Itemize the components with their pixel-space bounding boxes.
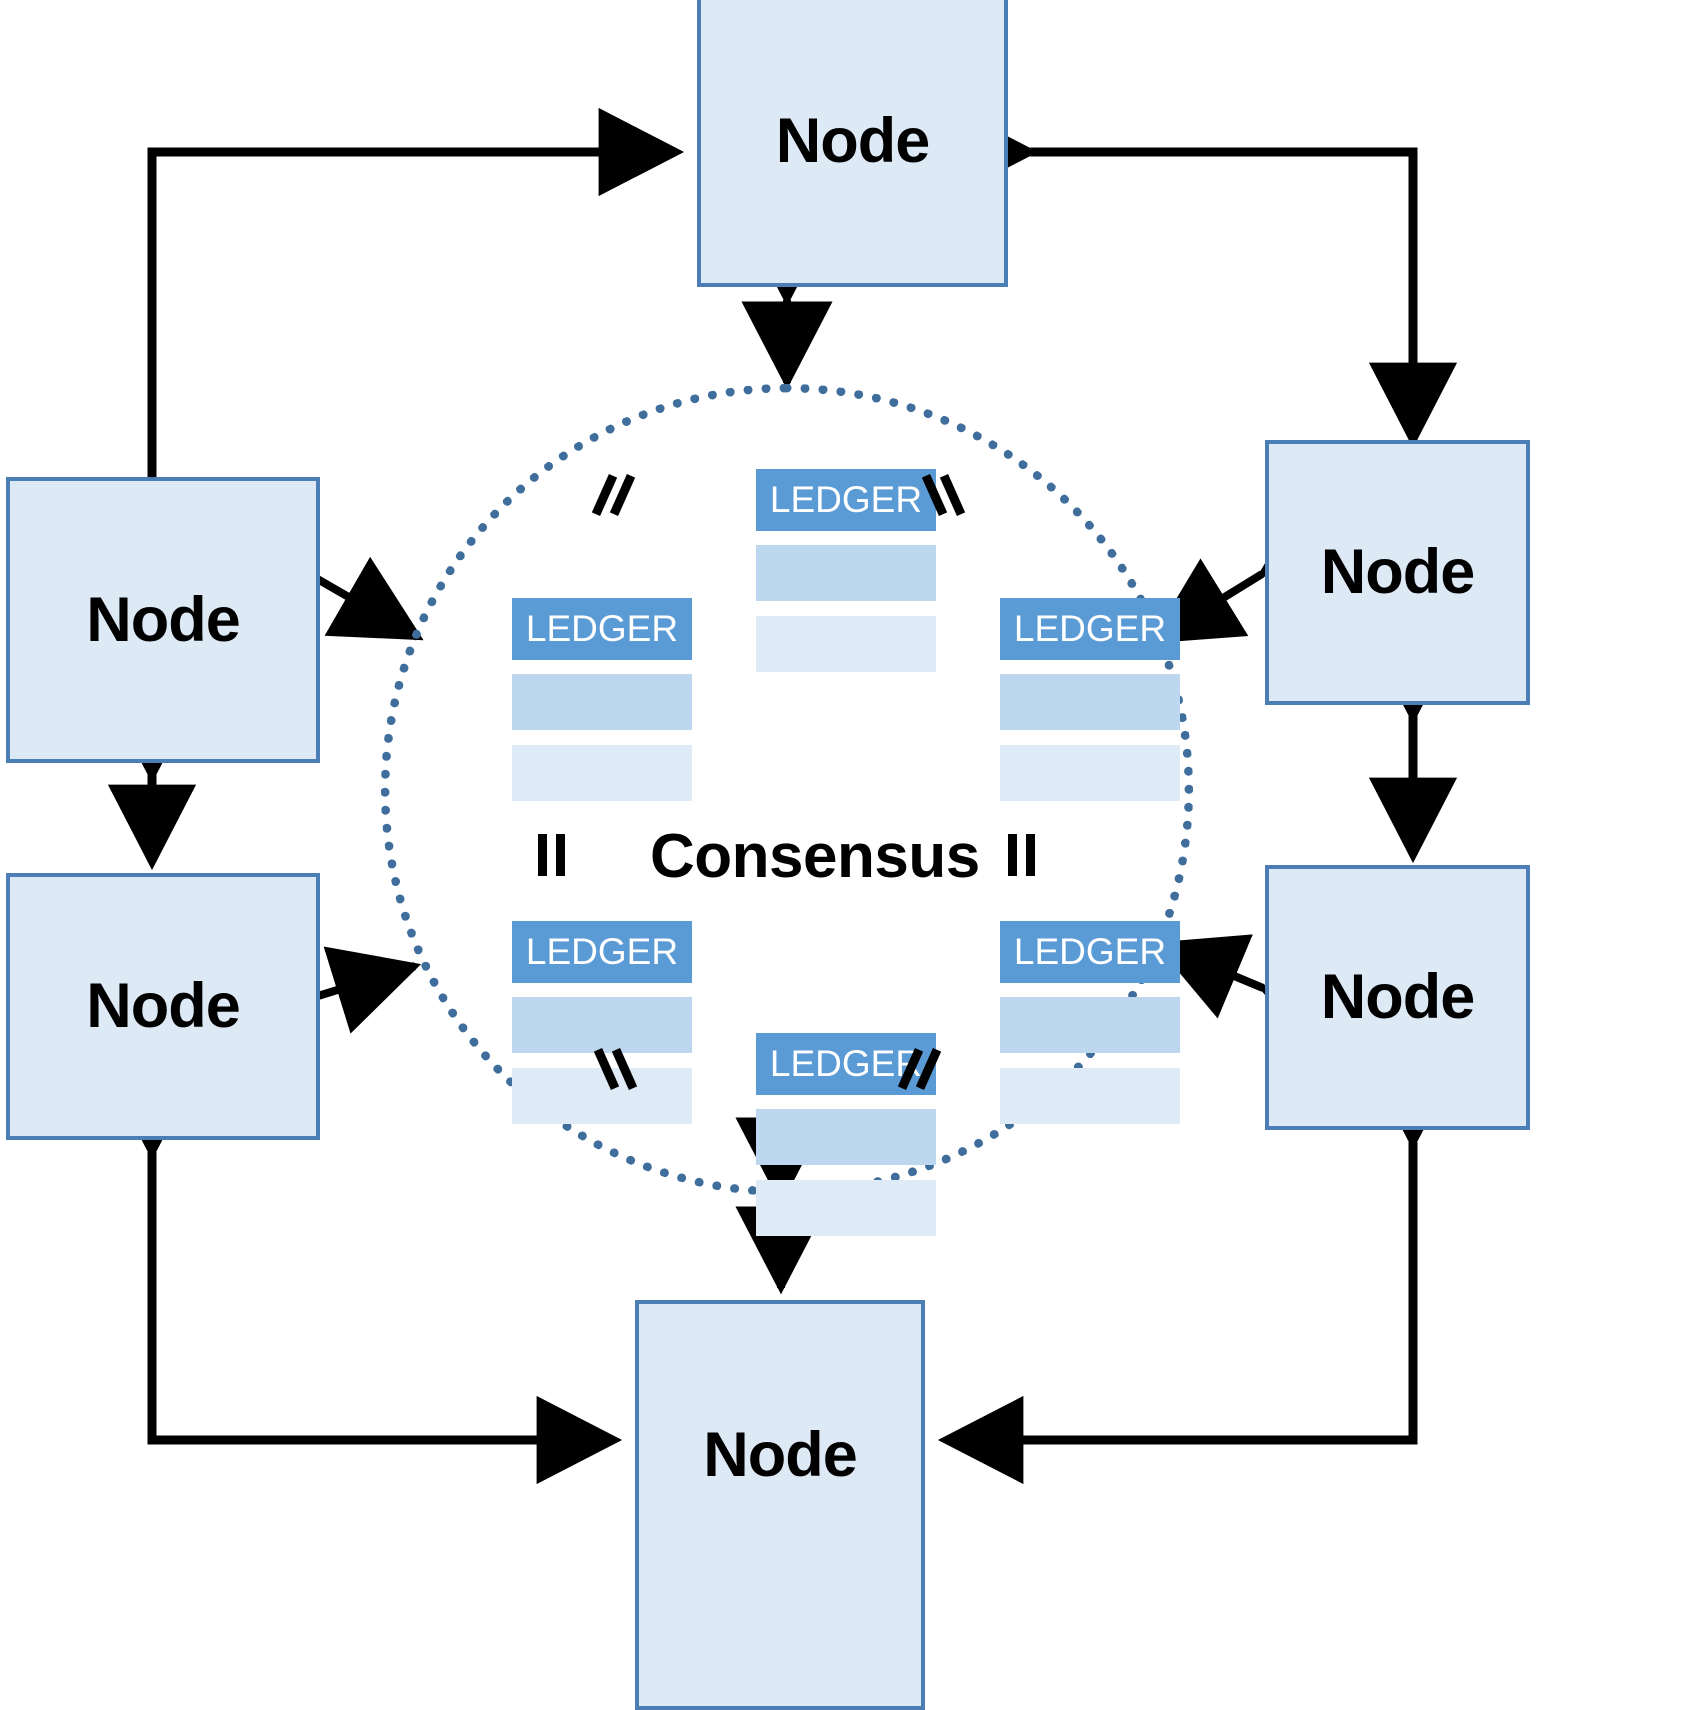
ledger-header: LEDGER [1000,598,1180,660]
ledger-card-right-lower[interactable]: LEDGER [1000,921,1180,1124]
arrow-leftupper-to-consensus [213,492,424,641]
node-bottom[interactable]: Node [635,1300,925,1710]
node-right-lower[interactable]: Node [1265,865,1530,1130]
equals-icon-mid-right [1000,834,1046,880]
ledger-header: LEDGER [756,1033,936,1095]
ledger-row-1 [756,1109,936,1165]
ledger-row-2 [756,616,936,672]
equals-icon-bottom-right [897,1047,946,1094]
ledger-row-2 [756,1180,936,1236]
node-top[interactable]: Node [697,0,1008,287]
ledger-header: LEDGER [1000,921,1180,983]
node-label: Node [703,1419,857,1490]
ledger-row-2 [1000,745,1180,801]
arrow-leftupper-to-top [107,107,685,555]
ledger-card-left-lower[interactable]: LEDGER [512,921,692,1124]
ledger-row-2 [512,745,692,801]
equals-icon-mid-left [530,834,576,880]
ledger-row-1 [512,674,692,730]
node-label: Node [775,106,930,176]
ledger-row-2 [512,1068,692,1124]
node-left-lower[interactable]: Node [6,873,320,1140]
equals-icon-top-right [921,473,970,520]
ledger-header: LEDGER [756,469,936,531]
ledger-header: LEDGER [512,921,692,983]
ledger-row-1 [1000,674,1180,730]
node-right-upper[interactable]: Node [1265,440,1530,705]
node-left-upper[interactable]: Node [6,477,320,763]
ledger-row-1 [1000,997,1180,1053]
ledger-row-1 [512,997,692,1053]
arrow-rightlower-to-bottom [937,1064,1458,1485]
ledger-card-right-upper[interactable]: LEDGER [1000,598,1180,801]
arrow-leftlower-to-bottom [107,1074,623,1485]
arrow-leftlower-to-consensus [213,946,422,1068]
node-label: Node [86,971,240,1041]
consensus-label: Consensus [650,822,980,891]
ledger-row-1 [756,545,936,601]
equals-icon-bottom-left [593,1047,642,1094]
node-label: Node [1320,537,1475,607]
arrow-top-to-rightupper [952,107,1458,449]
ledger-header: LEDGER [512,598,692,660]
node-label: Node [1320,962,1475,1032]
ledger-row-2 [1000,1068,1180,1124]
ledger-card-bottom[interactable]: LEDGER [756,1033,936,1236]
equals-icon-top-left [591,473,640,520]
ledger-card-left-upper[interactable]: LEDGER [512,598,692,801]
ledger-card-top[interactable]: LEDGER [756,469,936,672]
node-label: Node [86,584,240,655]
